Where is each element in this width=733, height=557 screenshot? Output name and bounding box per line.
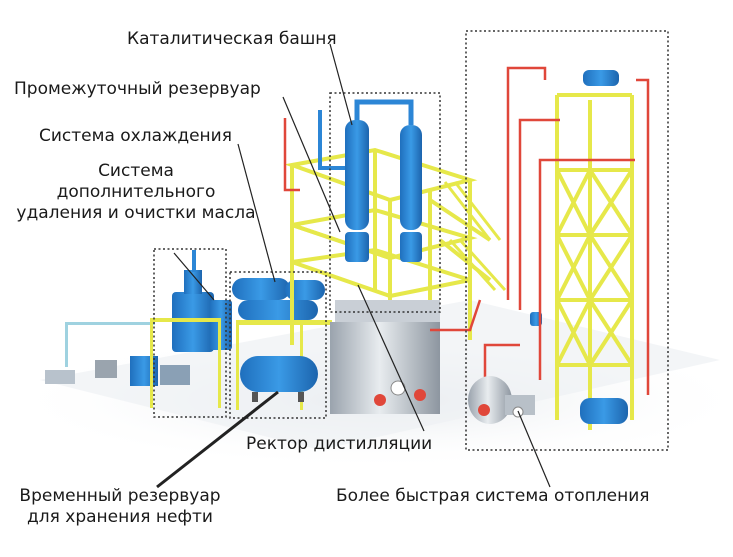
label-distillation-reactor: Ректор дистилляции: [246, 434, 433, 454]
label-cooling-system: Система охлаждения: [39, 126, 232, 146]
leader-lines: [156, 43, 551, 489]
label-extra-removal-line-1: Система: [98, 161, 174, 181]
red-pipes: [283, 66, 650, 395]
distillation-reactor: [330, 300, 440, 414]
label-extra-removal-line-2: дополнительного: [56, 182, 216, 202]
callout-boxes: [153, 30, 669, 451]
tall-tower: [555, 93, 634, 430]
label-temp-storage-line-1: Временный резервуар: [19, 486, 221, 506]
storage-tank: [240, 356, 318, 402]
label-heating-system: Более быстрая система отопления: [336, 486, 650, 506]
label-extra-removal: Система дополнительного удаления и очист…: [6, 161, 266, 224]
label-temp-storage: Временный резервуар для хранения нефти: [4, 486, 236, 528]
oil-cleaning-unit: [150, 250, 232, 408]
tower-top-tank: [530, 70, 628, 424]
label-intermediate-tank: Промежуточный резервуар: [14, 79, 261, 99]
label-extra-removal-line-3: удаления и очистки масла: [16, 203, 256, 223]
auxiliary-units: [45, 322, 190, 386]
label-catalytic-tower: Каталитическая башня: [127, 29, 337, 49]
catalytic-columns: [318, 99, 422, 262]
staircase: [443, 181, 507, 292]
heating-boiler: [468, 376, 535, 424]
label-temp-storage-line-2: для хранения нефти: [27, 507, 213, 527]
